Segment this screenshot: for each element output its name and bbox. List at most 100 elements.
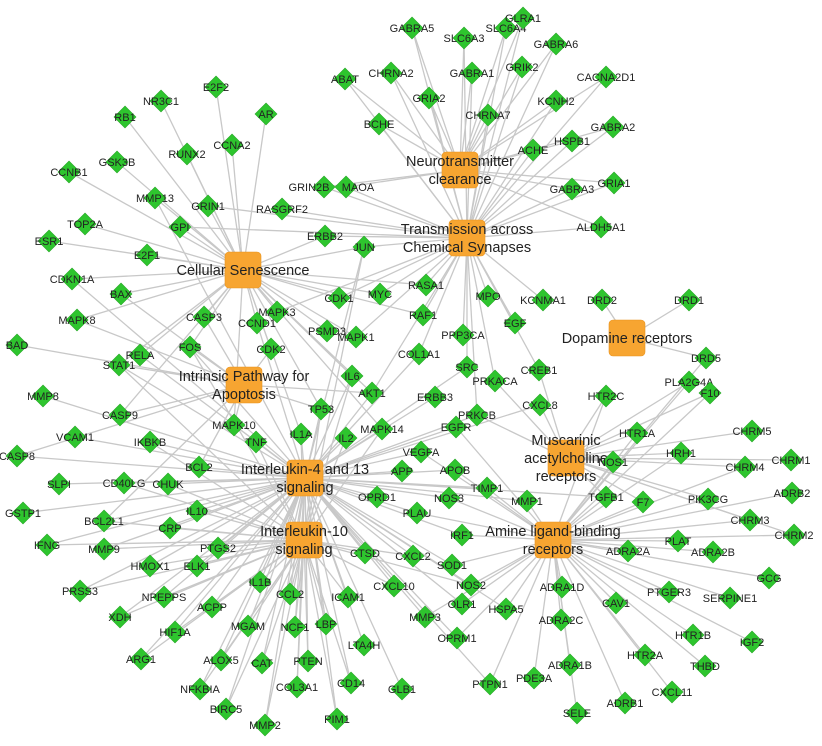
gene-node-ccnd1[interactable]: CCND1 (238, 311, 276, 335)
gene-node-nr3c1[interactable]: NR3C1 (143, 89, 179, 113)
gene-node-aldh5a1[interactable]: ALDH5A1 (577, 215, 626, 239)
gene-node-mmp3[interactable]: MMP3 (409, 605, 441, 629)
pathway-node-cellular-senescence[interactable] (224, 251, 262, 289)
gene-node-nos1[interactable]: NOS1 (598, 450, 628, 474)
gene-node-app[interactable]: APP (390, 459, 414, 483)
gene-node-cd40lg[interactable]: CD40LG (103, 471, 146, 495)
gene-node-chrm3[interactable]: CHRM3 (730, 508, 770, 532)
gene-node-il10[interactable]: IL10 (185, 499, 209, 523)
gene-node-cdk1[interactable]: CDK1 (324, 286, 354, 310)
gene-node-timp1[interactable]: TIMP1 (471, 476, 503, 500)
gene-node-gcg[interactable]: GCG (756, 566, 782, 590)
gene-node-tp53[interactable]: TP53 (308, 397, 334, 421)
gene-node-ptgs2[interactable]: PTGS2 (200, 536, 236, 560)
pathway-node-transmission-across-chemical-synapses[interactable] (448, 219, 486, 257)
gene-node-chrna2[interactable]: CHRNA2 (368, 61, 414, 85)
gene-node-kcnma1[interactable]: KCNMA1 (520, 288, 566, 312)
gene-node-hif1a[interactable]: HIF1A (159, 620, 191, 644)
gene-node-mpo[interactable]: MPO (475, 284, 501, 308)
gene-node-adra2c[interactable]: ADRA2C (539, 608, 584, 632)
gene-node-ar[interactable]: AR (254, 102, 278, 126)
gene-node-nfkbia[interactable]: NFKBIA (180, 677, 221, 701)
gene-node-erbb3[interactable]: ERBB3 (417, 385, 453, 409)
gene-node-ncf1[interactable]: NCF1 (281, 615, 310, 639)
gene-node-chrm2[interactable]: CHRM2 (774, 523, 814, 547)
gene-node-ache[interactable]: ACHE (518, 138, 549, 162)
pathway-node-intrinsic-pathway-for-apoptosis[interactable] (225, 366, 263, 404)
gene-node-hrh1[interactable]: HRH1 (666, 441, 696, 465)
gene-node-arg1[interactable]: ARG1 (126, 647, 156, 671)
gene-node-mmp13[interactable]: MMP13 (136, 186, 174, 210)
gene-node-il1b[interactable]: IL1B (248, 570, 272, 594)
gene-node-top2a[interactable]: TOP2A (67, 212, 104, 236)
gene-node-lta4h[interactable]: LTA4H (348, 633, 381, 657)
gene-node-mapk1[interactable]: MAPK1 (337, 325, 375, 349)
gene-node-gria2[interactable]: GRIA2 (412, 86, 446, 110)
gene-node-cav1[interactable]: CAV1 (602, 591, 630, 615)
gene-node-pim1[interactable]: PIM1 (324, 707, 350, 731)
gene-node-gstp1[interactable]: GSTP1 (5, 501, 41, 525)
pathway-node-interleukin-10-signaling[interactable] (285, 521, 323, 559)
pathway-node-amine-ligand-binding-receptors[interactable] (534, 521, 572, 559)
gene-node-f10[interactable]: F10 (698, 381, 722, 405)
gene-node-hmox1[interactable]: HMOX1 (130, 554, 170, 578)
pathway-node-muscarinic-acetylcholine-receptors[interactable] (547, 439, 585, 477)
gene-node-il6[interactable]: IL6 (340, 364, 364, 388)
gene-node-ctsd[interactable]: CTSD (350, 541, 380, 565)
gene-node-egfr[interactable]: EGFR (441, 415, 472, 439)
gene-node-slc6a3[interactable]: SLC6A3 (444, 26, 485, 50)
gene-node-drd2[interactable]: DRD2 (587, 288, 617, 312)
gene-node-ptpn1[interactable]: PTPN1 (472, 672, 508, 696)
gene-node-bcl2[interactable]: BCL2 (185, 455, 213, 479)
gene-node-prss3[interactable]: PRSS3 (62, 579, 98, 603)
gene-node-pik3cg[interactable]: PIK3CG (688, 487, 728, 511)
gene-node-col1a1[interactable]: COL1A1 (398, 342, 440, 366)
gene-node-erbb2[interactable]: ERBB2 (307, 224, 343, 248)
gene-node-nos2[interactable]: NOS2 (456, 573, 486, 597)
gene-node-casp3[interactable]: CASP3 (186, 305, 222, 329)
pathway-node-neurotransmitter-clearance[interactable] (441, 151, 479, 189)
gene-node-grik2[interactable]: GRIK2 (505, 55, 539, 79)
gene-node-adrb1[interactable]: ADRB1 (607, 691, 644, 715)
gene-node-alox5[interactable]: ALOX5 (203, 648, 239, 672)
gene-node-gabra3[interactable]: GABRA3 (550, 177, 595, 201)
gene-node-gpi[interactable]: GPI (168, 215, 192, 239)
gene-node-htr2a[interactable]: HTR2A (627, 643, 664, 667)
gene-node-mmp8[interactable]: MMP8 (27, 384, 59, 408)
gene-node-chuk[interactable]: CHUK (152, 472, 184, 496)
gene-node-jun[interactable]: JUN (352, 235, 376, 259)
gene-node-adrb2[interactable]: ADRB2 (774, 481, 811, 505)
gene-node-mapk10[interactable]: MAPK10 (212, 413, 256, 437)
gene-node-akt1[interactable]: AKT1 (358, 381, 386, 405)
gene-node-bax[interactable]: BAX (109, 282, 133, 306)
gene-node-esr1[interactable]: ESR1 (35, 229, 64, 253)
gene-node-grin1[interactable]: GRIN1 (191, 194, 225, 218)
gene-node-abat[interactable]: ABAT (331, 67, 359, 91)
gene-node-glb1[interactable]: GLB1 (388, 677, 416, 701)
gene-node-egf[interactable]: EGF (503, 311, 527, 335)
gene-node-il1a[interactable]: IL1A (289, 422, 313, 446)
gene-node-rela[interactable]: RELA (126, 343, 155, 367)
gene-node-ikbkb[interactable]: IKBKB (134, 430, 166, 454)
gene-node-plau[interactable]: PLAU (403, 501, 432, 525)
gene-node-src[interactable]: SRC (455, 355, 479, 379)
gene-node-mgam[interactable]: MGAM (231, 614, 265, 638)
gene-node-myc[interactable]: MYC (368, 282, 393, 306)
gene-node-cdkn1a[interactable]: CDKN1A (50, 267, 95, 291)
gene-node-tgfb1[interactable]: TGFB1 (588, 485, 624, 509)
gene-node-rb1[interactable]: RB1 (113, 105, 137, 129)
gene-node-cat[interactable]: CAT (250, 651, 274, 675)
gene-node-sele[interactable]: SELE (563, 701, 591, 725)
gene-node-runx2[interactable]: RUNX2 (168, 142, 206, 166)
gene-node-e2f2[interactable]: E2F2 (203, 75, 229, 99)
gene-node-mmp1[interactable]: MMP1 (511, 489, 543, 513)
gene-node-pla2g4a[interactable]: PLA2G4A (665, 370, 715, 394)
gene-node-slc6a4[interactable]: SLC6A4 (486, 16, 527, 40)
gene-node-mapk3[interactable]: MAPK3 (258, 300, 296, 324)
gene-node-ppp3ca[interactable]: PPP3CA (441, 323, 485, 347)
gene-node-ccna2[interactable]: CCNA2 (213, 133, 251, 157)
gene-node-col3a1[interactable]: COL3A1 (276, 675, 318, 699)
gene-node-mmp9[interactable]: MMP9 (88, 537, 120, 561)
gene-node-adra1b[interactable]: ADRA1B (548, 653, 592, 677)
gene-node-serpine1[interactable]: SERPINE1 (703, 586, 757, 610)
